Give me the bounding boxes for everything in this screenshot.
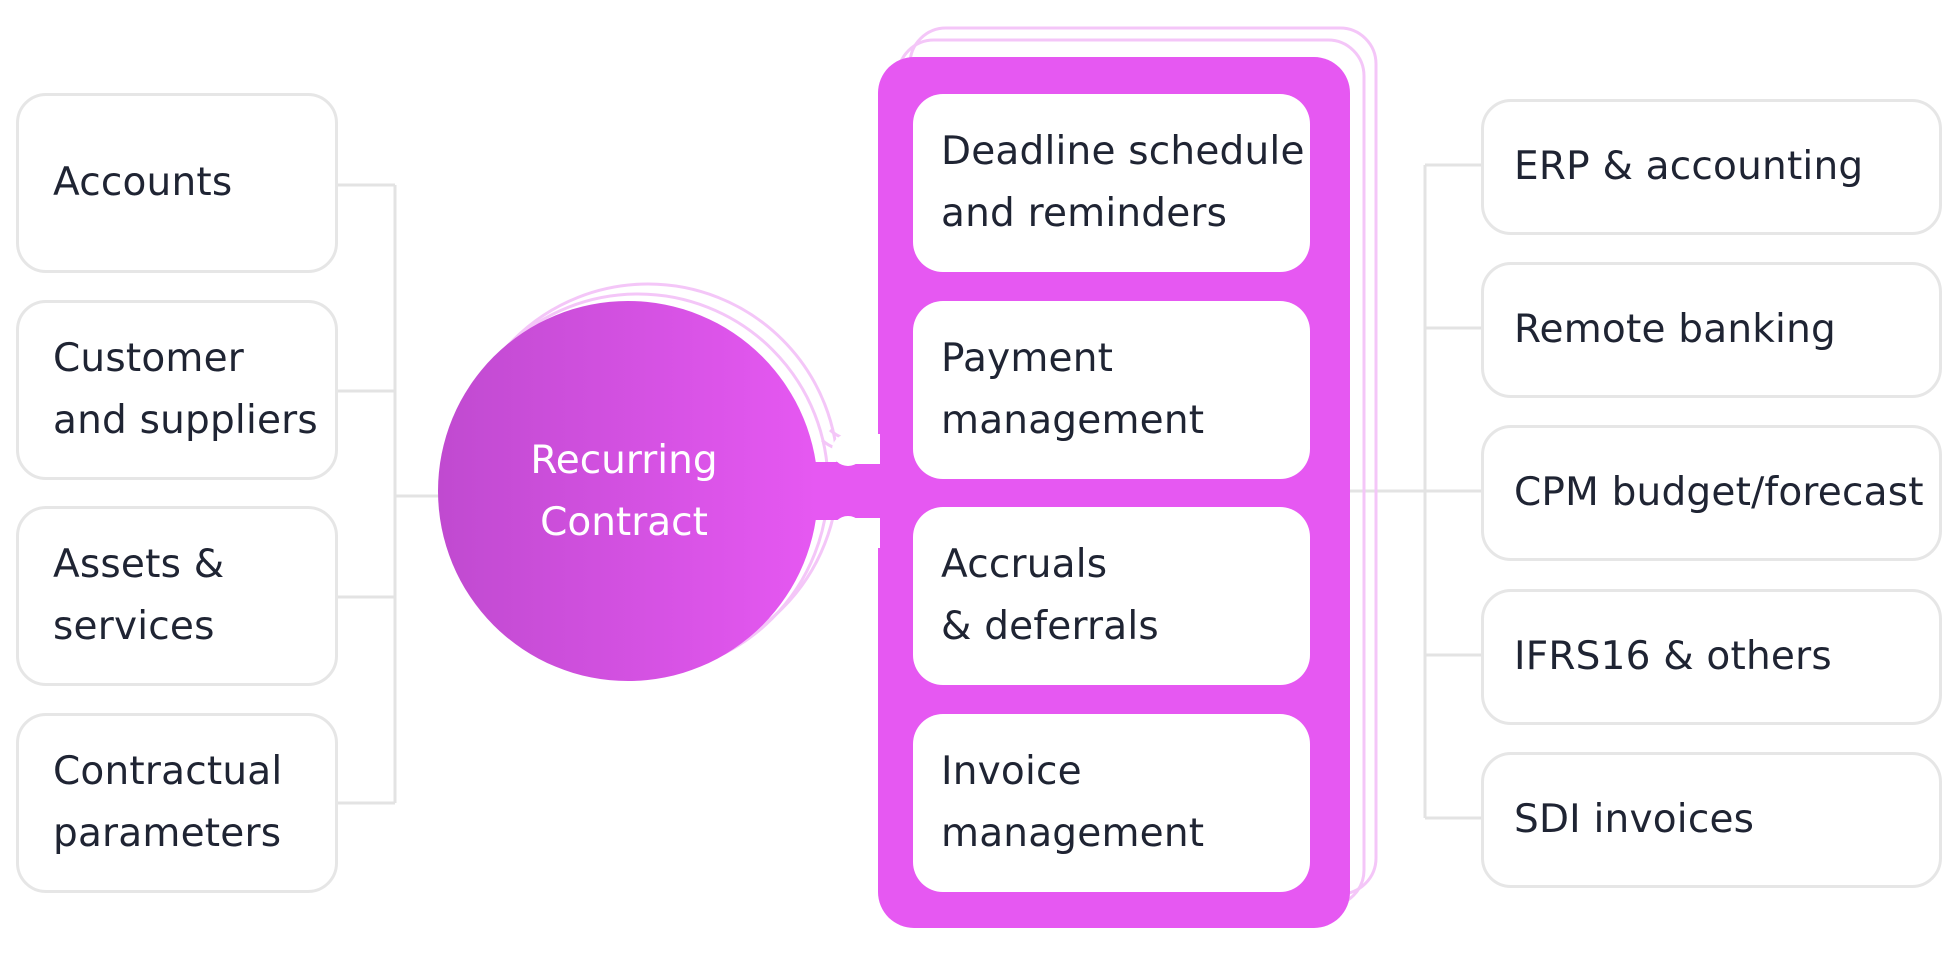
left-item-label: Contractual parameters: [53, 749, 283, 856]
modules-panel: [878, 57, 1350, 928]
right-item-remote-banking: Remote banking: [1481, 262, 1942, 398]
right-item-label: CPM budget/forecast: [1514, 470, 1924, 515]
left-item-customer-suppliers: Customer and suppliers: [16, 300, 338, 480]
right-item-label: Remote banking: [1514, 307, 1836, 352]
right-item-cpm-budget-forecast: CPM budget/forecast: [1481, 425, 1942, 561]
left-connector: [338, 183, 442, 805]
right-item-ifrs16-others: IFRS16 & others: [1481, 589, 1942, 725]
module-card-invoice-management: Invoice management: [913, 714, 1310, 892]
right-connector: [1350, 163, 1481, 820]
left-item-label: Accounts: [53, 160, 233, 205]
left-item-accounts: Accounts: [16, 93, 338, 273]
left-item-contractual-parameters: Contractual parameters: [16, 713, 338, 893]
left-item-label: Customer and suppliers: [53, 336, 318, 443]
right-item-erp-accounting: ERP & accounting: [1481, 99, 1942, 235]
module-card-accruals-deferrals: Accruals & deferrals: [913, 507, 1310, 685]
right-item-label: IFRS16 & others: [1514, 634, 1832, 679]
right-item-label: SDI invoices: [1514, 797, 1755, 842]
recurring-contract-node: [438, 301, 818, 681]
module-label: Invoice management: [941, 749, 1205, 856]
left-item-label: Assets & services: [53, 542, 225, 649]
module-card-deadline-schedule: Deadline schedule and reminders: [913, 94, 1310, 272]
module-label: Accruals & deferrals: [941, 542, 1159, 649]
module-label: Deadline schedule and reminders: [941, 129, 1305, 236]
module-label: Payment management: [941, 336, 1205, 443]
right-item-label: ERP & accounting: [1514, 144, 1864, 189]
right-item-sdi-invoices: SDI invoices: [1481, 752, 1942, 888]
left-item-assets-services: Assets & services: [16, 506, 338, 686]
module-card-payment-management: Payment management: [913, 301, 1310, 479]
recurring-contract-label: Recurring Contract: [530, 438, 718, 545]
